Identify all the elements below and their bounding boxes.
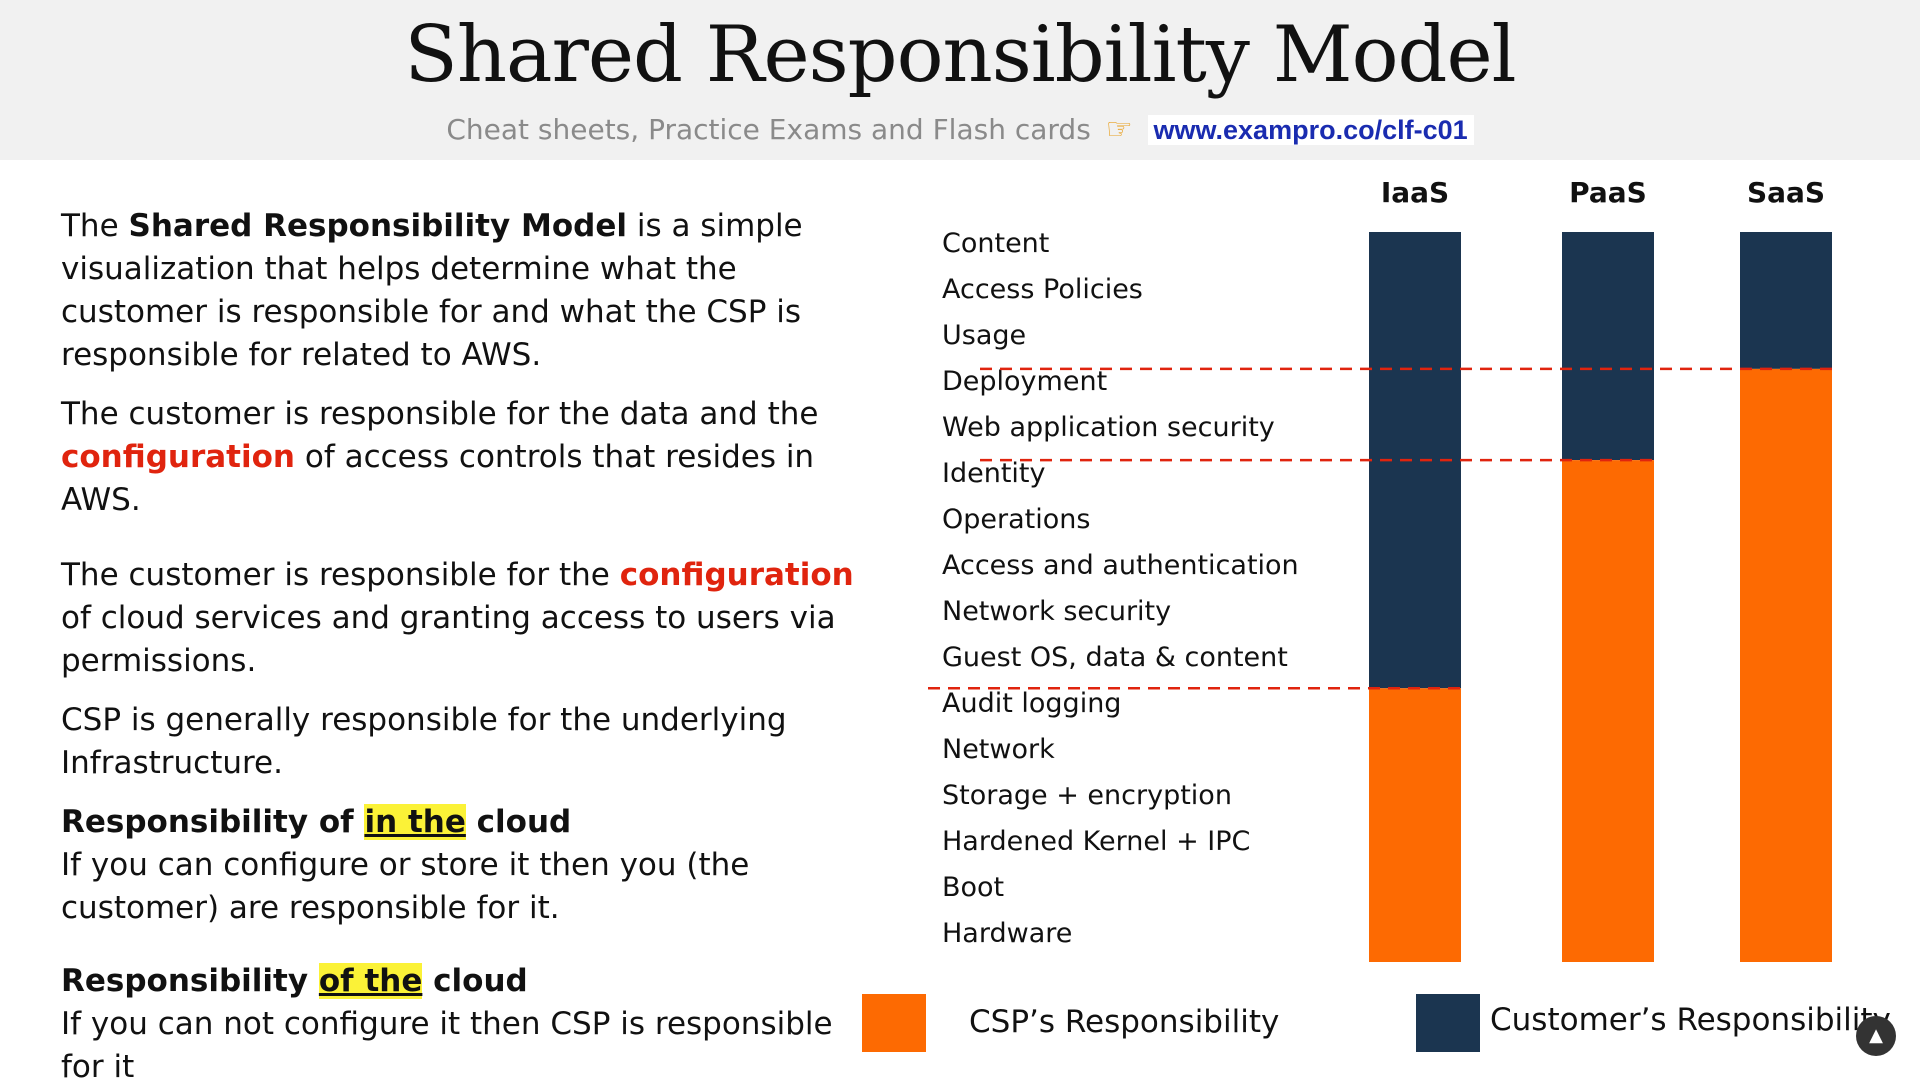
layer-label: Access Policies	[942, 274, 1143, 305]
in-the-cloud-body: If you can configure or store it then yo…	[61, 847, 750, 926]
layer-label: Operations	[942, 504, 1091, 535]
page-title: Shared Responsibility Model	[404, 10, 1516, 100]
subtitle-text: Cheat sheets, Practice Exams and Flash c…	[446, 113, 1091, 146]
header: Shared Responsibility Model Cheat sheets…	[0, 0, 1920, 160]
legend-label-customer: Customer’s Responsibility	[1490, 1002, 1891, 1038]
layer-label: Guest OS, data & content	[942, 642, 1288, 673]
layer-label: Storage + encryption	[942, 780, 1232, 811]
subtitle-row: Cheat sheets, Practice Exams and Flash c…	[0, 112, 1920, 147]
layer-label: Network security	[942, 596, 1172, 627]
bar-csp-iaas	[1369, 688, 1461, 962]
layer-label: Network	[942, 734, 1055, 765]
layer-label: Boot	[942, 872, 1005, 903]
layer-label: Hardened Kernel + IPC	[942, 826, 1251, 857]
legend-swatch-csp	[862, 994, 926, 1052]
paragraph-customer-data: The customer is responsible for the data…	[61, 396, 819, 518]
column-header-saas: SaaS	[1747, 176, 1825, 209]
bar-customer-saas	[1740, 232, 1832, 369]
of-the-cloud-body: If you can not configure it then CSP is …	[61, 1006, 833, 1085]
bar-csp-saas	[1740, 368, 1832, 962]
layer-label: Hardware	[942, 918, 1073, 949]
paragraph-customer-config: The customer is responsible for the conf…	[61, 557, 854, 679]
layer-label: Audit logging	[942, 688, 1122, 719]
layer-label: Identity	[942, 458, 1046, 489]
description-panel: The Shared Responsibility Model is a sim…	[61, 205, 861, 1089]
pointing-hand-icon: ☞	[1105, 112, 1133, 147]
column-header-paas: PaaS	[1569, 176, 1647, 209]
of-the-cloud-heading: Responsibility of the cloud	[61, 963, 528, 999]
paragraph-definition: The Shared Responsibility Model is a sim…	[61, 208, 803, 373]
in-the-cloud-heading: Responsibility of in the cloud	[61, 804, 572, 840]
layer-label: Content	[942, 228, 1050, 259]
layer-label: Web application security	[942, 412, 1275, 443]
paragraph-csp: CSP is generally responsible for the und…	[61, 702, 787, 781]
legend-label-csp: CSP’s Responsibility	[969, 1004, 1280, 1040]
layer-label: Access and authentication	[942, 550, 1299, 581]
channel-logo-icon: ▲	[1856, 1016, 1896, 1056]
layer-label: Deployment	[942, 366, 1108, 397]
exampro-link[interactable]: www.exampro.co/clf-c01	[1147, 115, 1474, 145]
bar-customer-paas	[1562, 232, 1654, 461]
bar-csp-paas	[1562, 460, 1654, 962]
legend-swatch-customer	[1416, 994, 1480, 1052]
layer-label: Usage	[942, 320, 1027, 351]
column-header-iaas: IaaS	[1381, 176, 1449, 209]
